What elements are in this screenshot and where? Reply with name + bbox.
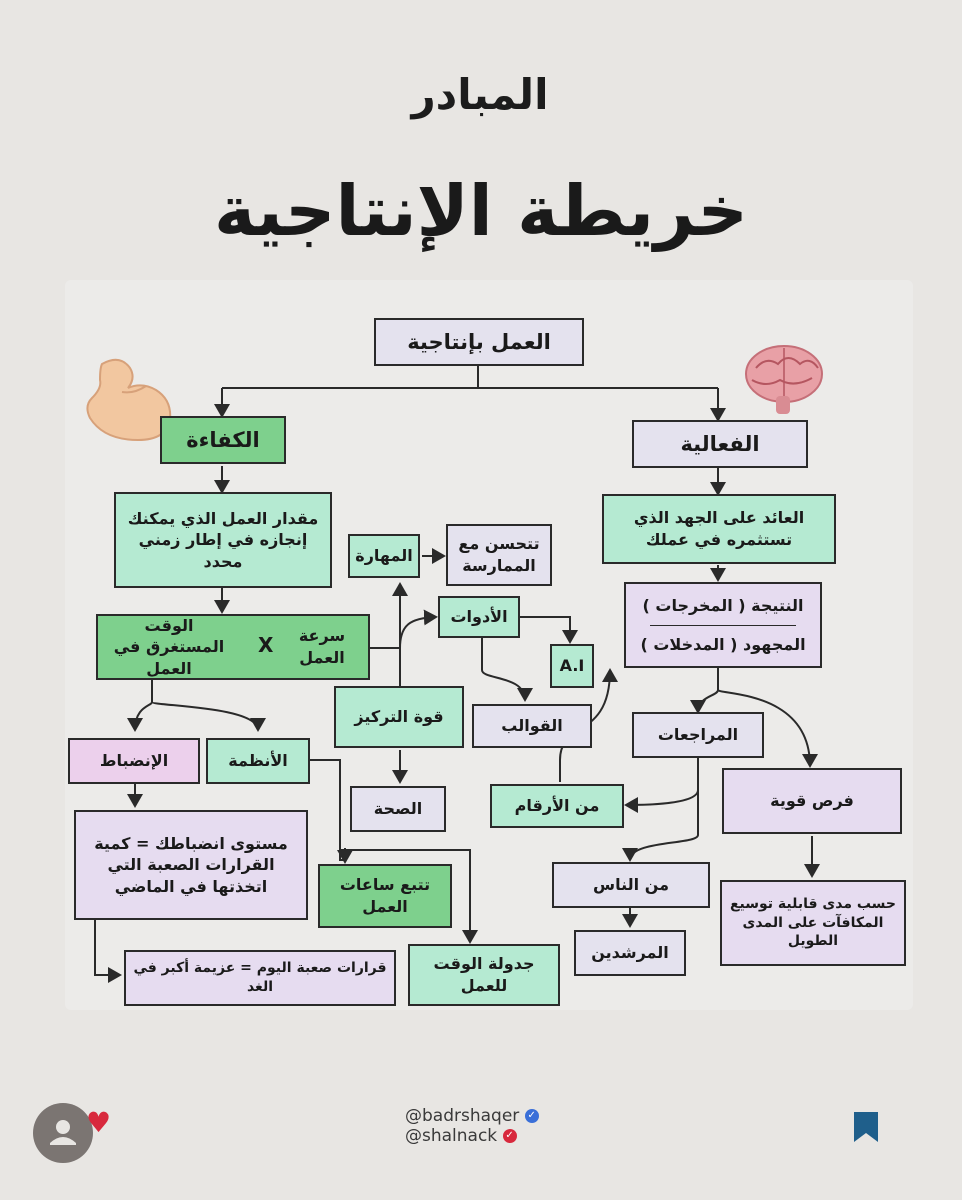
ratio-denominator: المجهود ( المدخلات ) (640, 634, 806, 654)
author-handles: @badrshaqer ✓ @shalnack ✓ (405, 1106, 565, 1147)
node-references: المراجعات (632, 712, 764, 758)
node-time: الوقت المستغرق في العمل (113, 615, 225, 678)
bookmark-icon[interactable] (852, 1110, 880, 1144)
node-opportunities: فرص قوية (722, 768, 902, 834)
user-icon (50, 1120, 76, 1145)
node-ai: A.I (550, 644, 594, 688)
node-health: الصحة (350, 786, 446, 832)
node-improve-with-practice: تتحسن مع الممارسة (446, 524, 552, 586)
node-hard-decisions: قرارات صعبة اليوم = عزيمة أكبر في الغد (124, 950, 396, 1006)
ratio-divider (650, 624, 796, 626)
handle-badrshaqer[interactable]: @badrshaqer (405, 1106, 520, 1126)
node-track-hours: تتبع ساعات العمل (318, 864, 452, 928)
handle-shalnack[interactable]: @shalnack (405, 1126, 498, 1147)
verified-blue-icon: ✓ (524, 1109, 539, 1123)
node-systems: الأنظمة (206, 738, 310, 784)
page-title: خريطة الإنتاجية (213, 170, 749, 252)
node-discipline: الإنضباط (68, 738, 200, 784)
avatar[interactable] (33, 1103, 93, 1163)
node-speed-time: سرعة العمل الوقت المستغرق في العمل (96, 614, 370, 680)
brain-icon (745, 345, 823, 414)
heart-icon[interactable]: ♥ (86, 1106, 112, 1139)
handle-row-2[interactable]: @shalnack ✓ (405, 1126, 565, 1146)
handle-row-1[interactable]: @badrshaqer ✓ (405, 1106, 565, 1126)
node-effectiveness: الفعالية (632, 420, 808, 468)
node-skill: المهارة (348, 534, 420, 578)
brand-logo: المبادر (411, 70, 550, 119)
node-discipline-definition: مستوى انضباطك = كمية القرارات الصعبة الت… (74, 810, 308, 920)
node-schedule: جدولة الوقت للعمل (408, 944, 560, 1006)
multiply-sign: X (258, 633, 274, 657)
node-templates: القوالب (472, 704, 592, 748)
node-opportunities-definition: حسب مدى قابلية توسيع المكافآت على المدى … (720, 880, 906, 966)
verified-red-icon: ✓ (502, 1129, 517, 1144)
node-tools: الأدوات (438, 596, 520, 638)
ratio-numerator: النتيجة ( المخرجات ) (642, 595, 804, 615)
node-focus: قوة التركيز (334, 686, 464, 748)
node-speed: سرعة العمل (298, 626, 346, 667)
node-root: العمل بإنتاجية (374, 318, 584, 366)
node-mentors: المرشدين (574, 930, 686, 976)
node-ratio: النتيجة ( المخرجات ) المجهود ( المدخلات … (624, 582, 822, 668)
node-efficiency: الكفاءة (160, 416, 286, 464)
node-efficiency-definition: مقدار العمل الذي يمكنك إنجازه في إطار زم… (114, 492, 332, 588)
node-from-numbers: من الأرقام (490, 784, 624, 828)
node-effectiveness-definition: العائد على الجهد الذي تستثمره في عملك (602, 494, 836, 564)
node-from-people: من الناس (552, 862, 710, 908)
